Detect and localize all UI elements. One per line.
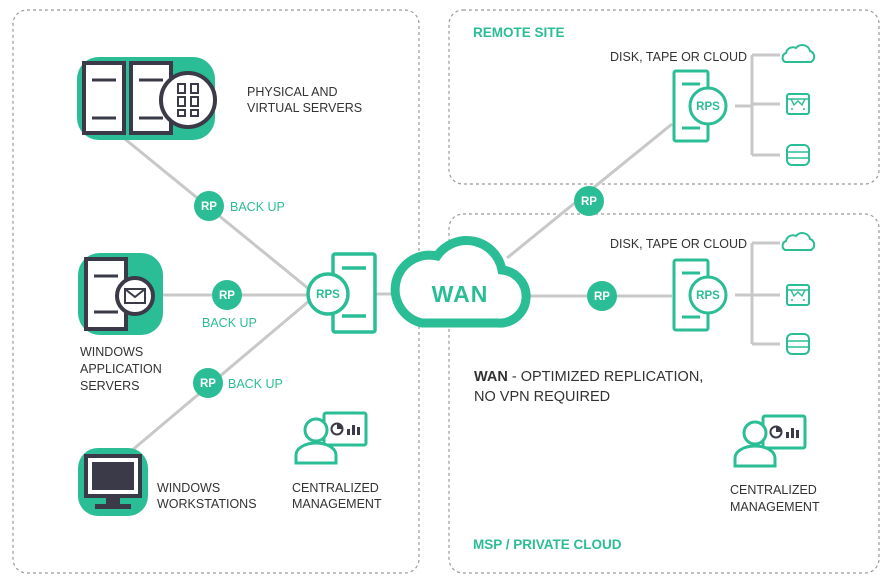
workstations-label-line2: WORKSTATIONS (157, 497, 257, 511)
tape-icon (786, 284, 810, 306)
back-up-label-app-servers: BACK UP (202, 316, 257, 330)
left-management-label-line2: MANAGEMENT (292, 497, 382, 511)
windows-application-servers: WINDOWS APPLICATION SERVERS (78, 253, 163, 393)
rp-badge-msp: RP (587, 281, 617, 311)
app-servers-label-line3: SERVERS (80, 379, 140, 393)
svg-text:RP: RP (201, 201, 217, 213)
rps-server-icon (306, 272, 350, 316)
msp-site-title: MSP / PRIVATE CLOUD (473, 537, 622, 552)
tape-icon (786, 93, 810, 115)
physical-servers-label-line1: PHYSICAL AND (247, 85, 338, 99)
remote-site-title: REMOTE SITE (473, 25, 565, 40)
windows-workstations: WINDOWS WORKSTATIONS (78, 448, 257, 516)
svg-text:RP: RP (200, 378, 216, 390)
physical-virtual-servers: PHYSICAL AND VIRTUAL SERVERS (77, 57, 362, 140)
remote-rps-server: RPS (672, 69, 728, 143)
workstations-label-line1: WINDOWS (157, 481, 220, 495)
remote-rps-label: RPS (696, 101, 720, 113)
disk-icon (786, 333, 810, 355)
wan-note-line1: WAN - OPTIMIZED REPLICATION, (474, 369, 703, 385)
local-rps-server: RPS (306, 252, 377, 334)
management-user-icon (294, 411, 368, 465)
app-servers-label-line2: APPLICATION (80, 362, 162, 376)
cloud-storage-icon (781, 43, 816, 64)
msp-storage-label: DISK, TAPE OR CLOUD (610, 237, 747, 251)
mail-icon (115, 276, 155, 316)
rp-badge-remote: RP (574, 186, 604, 216)
physical-servers-label-line2: VIRTUAL SERVERS (247, 101, 362, 115)
left-management-label-line1: CENTRALIZED (292, 481, 379, 495)
workstation-monitor-icon (84, 454, 142, 509)
management-user-icon (733, 414, 807, 468)
rp-badge-app-servers: RP (212, 280, 242, 310)
msp-management-label-line2: MANAGEMENT (730, 500, 820, 514)
wan-cloud-icon: WAN (390, 236, 531, 328)
svg-text:RP: RP (594, 291, 610, 303)
msp-management-label-line1: CENTRALIZED (730, 483, 817, 497)
back-up-label-servers: BACK UP (230, 200, 285, 214)
rp-badge-servers: RP (194, 191, 224, 221)
back-up-label-workstations: BACK UP (228, 377, 283, 391)
svg-text:RP: RP (219, 290, 235, 302)
cloud-storage-icon (781, 231, 816, 251)
app-servers-label-line1: WINDOWS (80, 345, 143, 359)
svg-text:RP: RP (581, 196, 597, 208)
remote-storage-label: DISK, TAPE OR CLOUD (610, 50, 747, 64)
virtual-server-icon (159, 71, 217, 129)
rp-badge-workstations: RP (193, 368, 223, 398)
wan-note-line2: NO VPN REQUIRED (474, 389, 610, 405)
disk-icon (786, 144, 810, 166)
wan-label: WAN (432, 281, 489, 307)
msp-rps-label: RPS (696, 290, 720, 302)
msp-rps-server: RPS (672, 258, 728, 332)
remote-site-border (448, 9, 880, 185)
local-rps-label: RPS (316, 289, 340, 301)
connector-lines (119, 53, 780, 454)
msp-site-border (448, 213, 880, 574)
